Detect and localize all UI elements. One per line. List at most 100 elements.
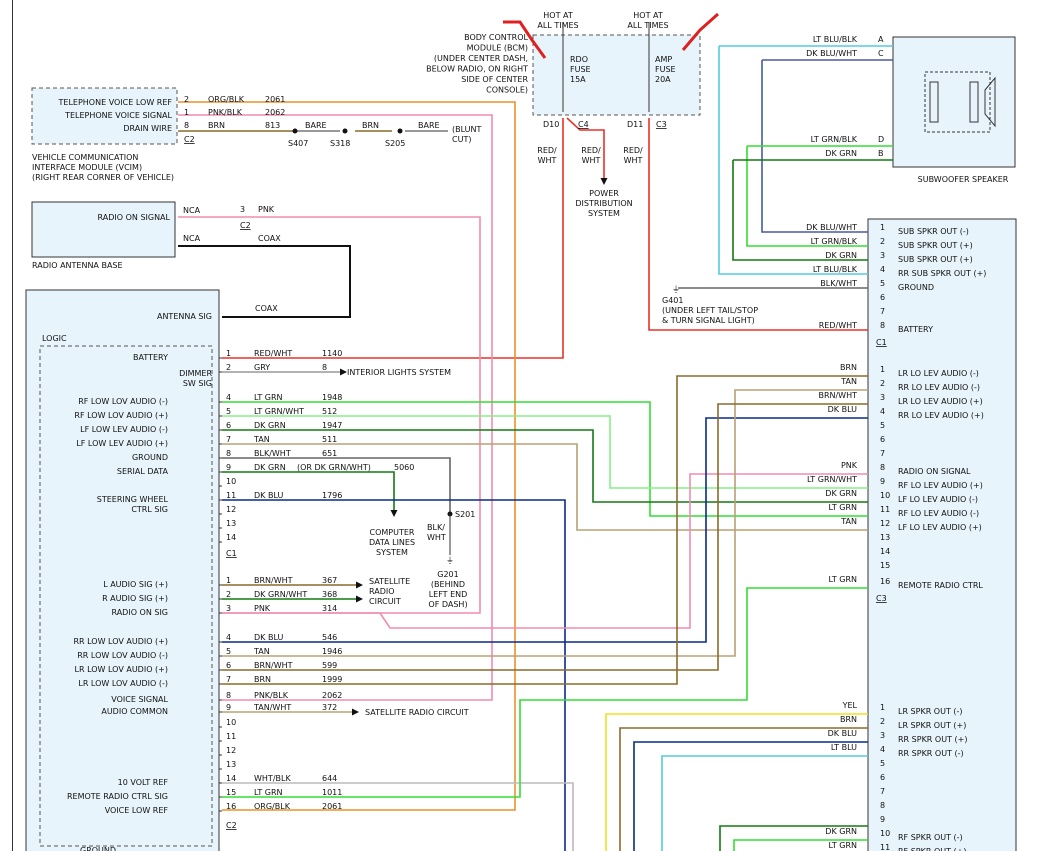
radio-c2-pin: 7 [226, 675, 231, 684]
amp-fuse-label: FUSE [655, 65, 676, 74]
bcm-conn-c4: C4 [578, 120, 589, 129]
radio-c2-pin: 11 [226, 732, 236, 741]
rdo-fuse-label: RDO [570, 55, 588, 64]
vcim-caption: INTERFACE MODULE (VCIM) [32, 163, 142, 172]
vcim-wire-color: ORG/BLK [208, 95, 245, 104]
radio-c2-pin: 13 [226, 760, 236, 769]
radio-c2-label: RR LOW LOV AUDIO (-) [77, 651, 168, 660]
bcm-label: BODY CONTROL [464, 33, 528, 42]
amp-c3-label: RF LO LEV AUDIO (+) [898, 481, 983, 490]
amp-c1-label: BATTERY [898, 325, 933, 334]
radio-on-signal-label: RADIO ON SIGNAL [98, 213, 171, 222]
bare-label: BARE [305, 121, 327, 130]
amp-c3-label: LR LO LEV AUDIO (-) [898, 369, 979, 378]
radio-c1-wire-color: DK GRN [254, 421, 286, 430]
radio-c1-pin: 7 [226, 435, 231, 444]
cdl-label: DATA LINES [369, 538, 415, 547]
amp-c3-wire-color: LT GRN [828, 503, 857, 512]
wire-lf-low-neg [222, 429, 868, 503]
wire-lr-spkr-neg [605, 713, 868, 851]
wire-rf-spkr-pos [733, 839, 868, 851]
bcm-label: SIDE OF CENTER [461, 75, 528, 84]
antenna-wire-color: PNK [258, 205, 275, 214]
amp-c3-label: RR LO LEV AUDIO (+) [898, 411, 984, 420]
wire-color-label: WHT [582, 156, 601, 165]
radio-logic-box [39, 345, 213, 847]
amp-c4-label: RF SPKR OUT (+) [898, 847, 966, 851]
wire-voice-signal [178, 114, 493, 701]
wire-steering [222, 499, 566, 851]
wire-serial-data [222, 471, 395, 510]
radio-c2-label: REMOTE RADIO CTRL SIG [67, 792, 168, 801]
hot-at-all-times-label: HOT AT [633, 11, 663, 20]
amp-c4-pin: 7 [880, 787, 885, 796]
wire-10v-ref [222, 782, 574, 851]
wire-amp-battery [648, 118, 868, 331]
brn-label: BRN [362, 121, 379, 130]
ground-g401-icon: ⏚ [672, 285, 680, 294]
wire-color-label: WHT [538, 156, 557, 165]
sub-pin: B [878, 149, 884, 158]
rdo-fuse-label: FUSE [570, 65, 591, 74]
vcim-pin-number: 1 [184, 108, 189, 117]
radio-c2-circuit: 2062 [322, 691, 342, 700]
radio-c2-wire-color: BRN [254, 675, 271, 684]
amp-c1-pin: 4 [880, 265, 885, 274]
amp-c3-wire-color: BRN/WHT [818, 391, 857, 400]
antenna-box [31, 201, 176, 258]
splice-label: S205 [385, 139, 405, 148]
radio-c2-pin: 14 [226, 774, 236, 783]
radio-c2-wire-color: LT GRN [254, 788, 283, 797]
splice-s318 [342, 128, 348, 134]
radio-c2-pin: 10 [226, 718, 236, 727]
bare-label: BARE [418, 121, 440, 130]
vcim-caption: (RIGHT REAR CORNER OF VEHICLE) [32, 173, 174, 182]
amp-c3-pin: 12 [880, 519, 890, 528]
wire-rr-spkr-neg [661, 755, 868, 851]
amp-c3-pin: 9 [880, 477, 885, 486]
radio-c1-label: BATTERY [133, 353, 168, 362]
amp-c4-wire-color: BRN [840, 715, 857, 724]
amp-c4-pin: 10 [880, 829, 890, 838]
amp-c4-label: LR SPKR OUT (-) [898, 707, 963, 716]
radio-c2-circuit: 1011 [322, 788, 342, 797]
sub-wire-color: DK BLU/WHT [806, 49, 857, 58]
amp-c3-wire-color: TAN [840, 377, 857, 386]
audio-common-arrow-icon [352, 708, 359, 716]
vcim-wire-circuit: 2061 [265, 95, 285, 104]
hot-at-all-times-label: ALL TIMES [537, 21, 578, 30]
wire-rr-spkr-pos [633, 741, 868, 851]
sub-wire-color: LT BLU/BLK [813, 35, 858, 44]
amp-c4-wire-color: DK BLU [828, 729, 857, 738]
wire-rr-low-neg [222, 389, 868, 657]
amp-c1-pin: 2 [880, 237, 885, 246]
dimmer-arrow-icon [340, 368, 347, 376]
radio-c2-pin: 2 [226, 590, 231, 599]
wire-rf-low-neg [222, 401, 868, 517]
satellite-radio-label: SATELLITE [369, 577, 410, 586]
radio-c1-extra: (OR DK GRN/WHT) [297, 463, 371, 472]
radio-c1-wire-color: DK BLU [254, 491, 283, 500]
blk-wht-label: WHT [427, 533, 446, 542]
power-distribution-label: SYSTEM [588, 209, 620, 218]
radio-c2-label: VOICE SIGNAL [111, 695, 168, 704]
radio-conn-c1: C1 [226, 549, 237, 558]
amp-conn-c1: C1 [876, 338, 887, 347]
amp-c1-wire-color: LT GRN/BLK [811, 237, 858, 246]
wire-ground [222, 457, 451, 514]
radio-c1-label: CTRL SIG [131, 505, 168, 514]
amp-box [867, 218, 1017, 851]
interior-lights-label: INTERIOR LIGHTS SYSTEM [347, 368, 451, 377]
amp-c1-wire-color: DK BLU/WHT [806, 223, 857, 232]
radio-c2-pin: 15 [226, 788, 236, 797]
bcm-label: (UNDER CENTER DASH, [434, 54, 528, 63]
amp-c4-label: RR SPKR OUT (+) [898, 735, 967, 744]
annotation-arrow-right [681, 12, 719, 51]
satellite-radio-label: CIRCUIT [369, 597, 401, 606]
wire-to-pds [566, 117, 605, 178]
g401-label: G401 [662, 296, 683, 305]
radio-c1-pin: 8 [226, 449, 231, 458]
bcm-box [532, 34, 701, 116]
radio-c1-pin: 11 [226, 491, 236, 500]
amp-c4-wire-color: DK GRN [825, 827, 857, 836]
